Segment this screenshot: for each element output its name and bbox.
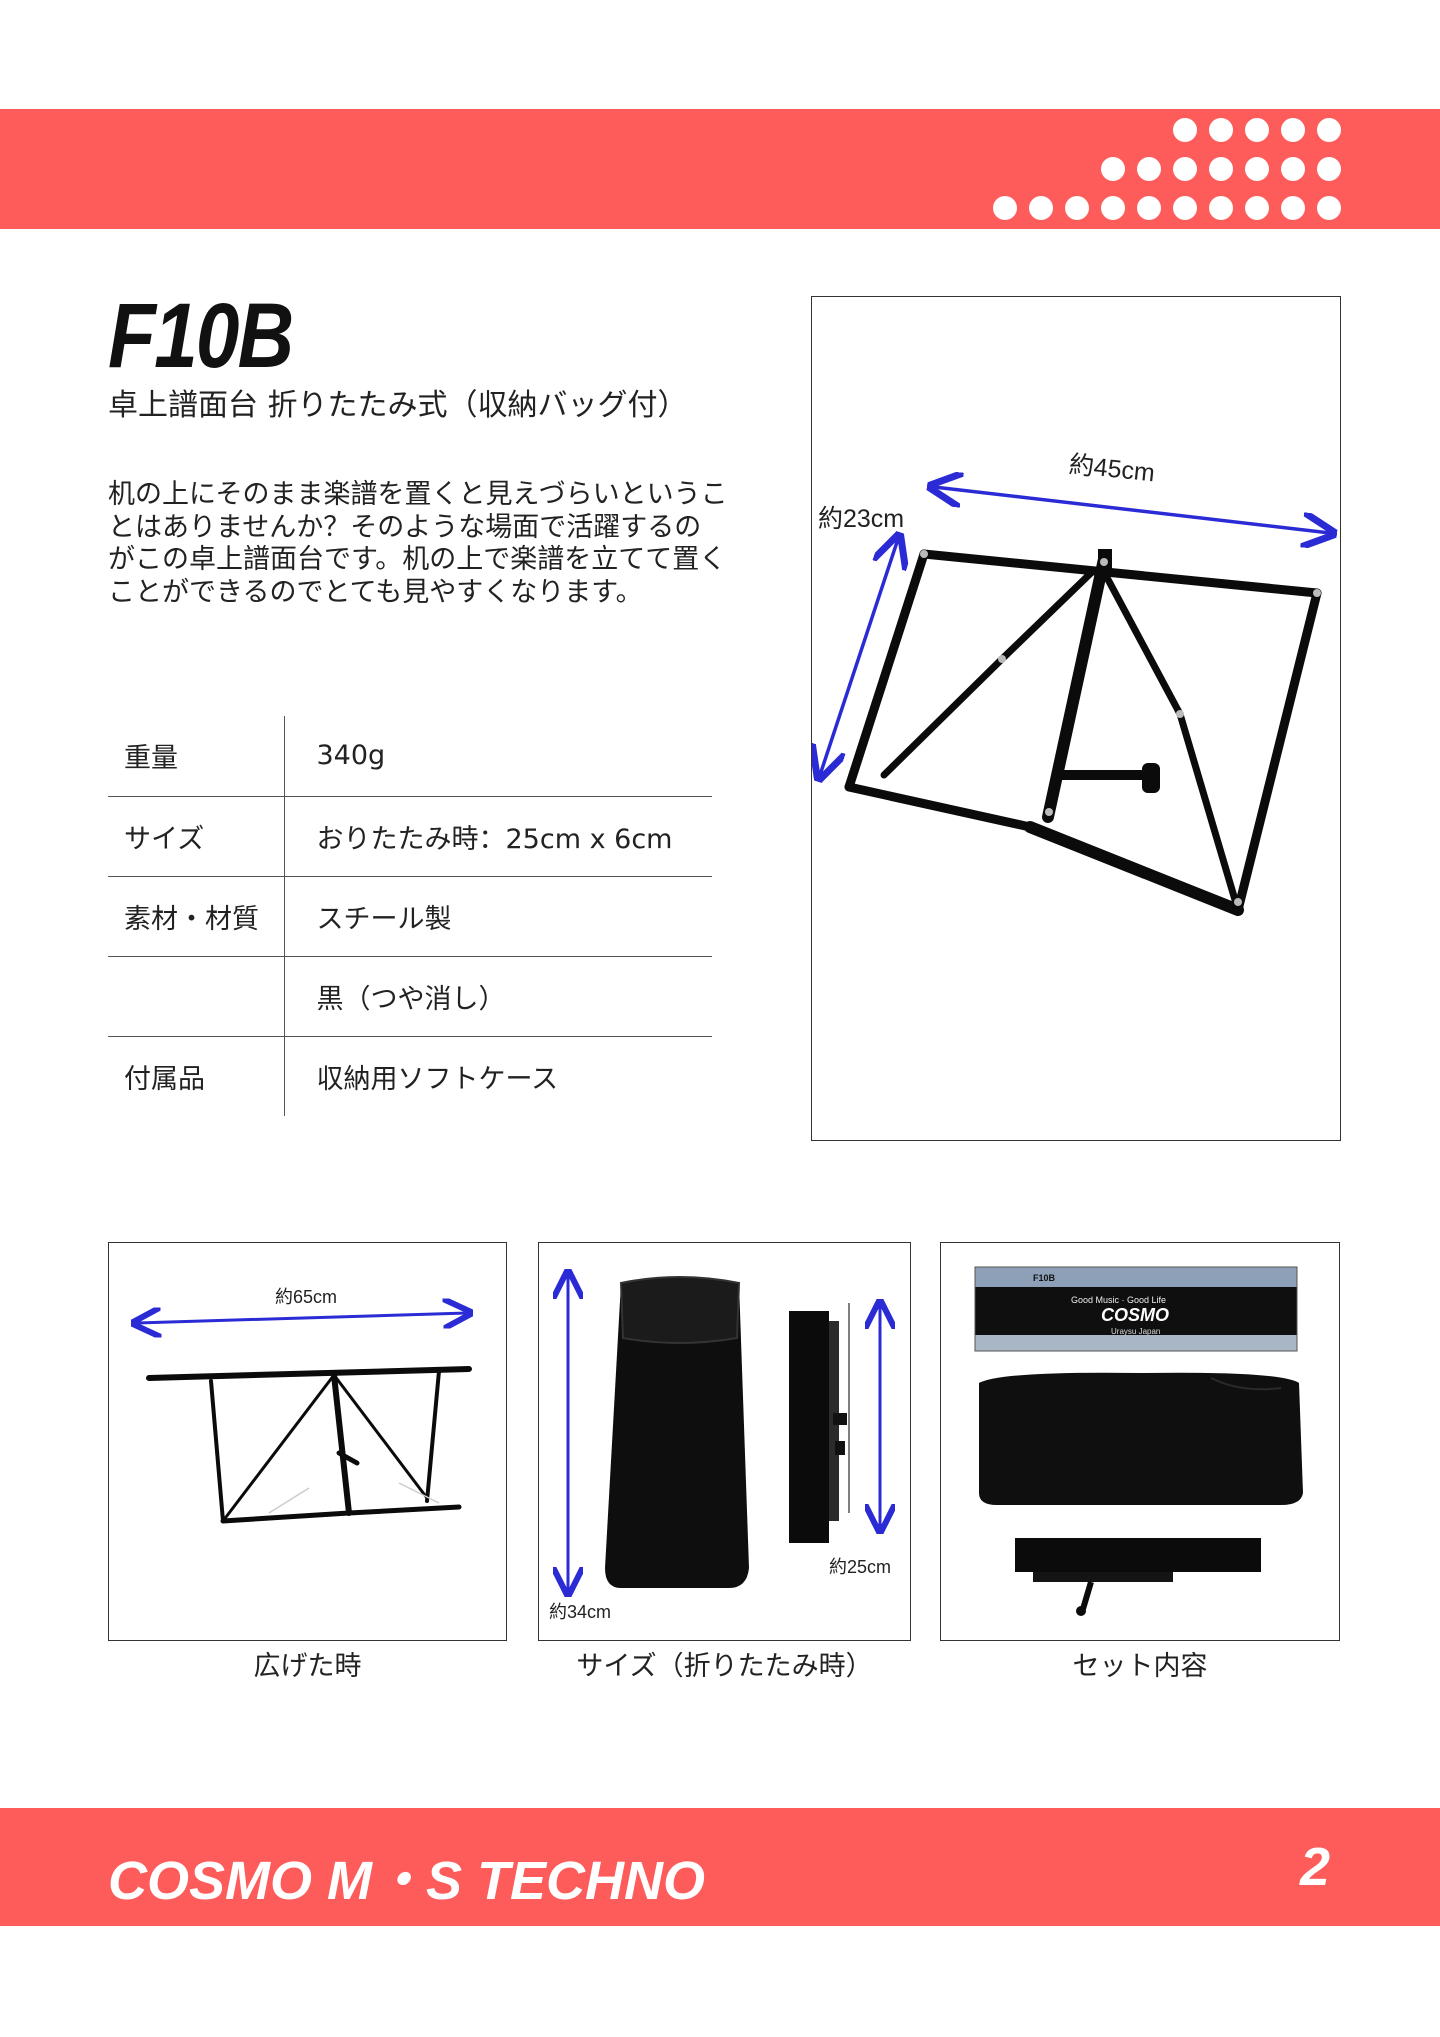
spec-row-material: 素材・材質 スチール製 <box>108 876 712 956</box>
box-brand-logo: COSMO <box>1101 1305 1170 1325</box>
header-band <box>0 109 1440 229</box>
footer-brand: COSMO M・S TECHNO <box>108 1851 706 1911</box>
box-tagline: Good Music · Good Life <box>1071 1295 1167 1305</box>
set-contents-illustration <box>974 1266 1303 1616</box>
spec-value: スチール製 <box>316 903 452 935</box>
box-tag: F10B <box>1033 1273 1056 1283</box>
music-stand-illustration <box>812 297 1341 916</box>
spec-value: 340g <box>316 740 386 772</box>
folded-stand-illustration <box>539 1243 911 1641</box>
caption-folded-size: サイズ（折りたたみ時） <box>576 1651 873 1682</box>
main-product-photo: 約45cm 約23cm <box>811 296 1341 1141</box>
spec-table: 重量 340g サイズ おりたたみ時：25cm x 6cm 素材・材質 スチール… <box>108 716 712 1116</box>
folded-length-label: 約25cm <box>829 1557 892 1577</box>
spec-label: 付属品 <box>108 1036 285 1116</box>
folded-height-label: 約34cm <box>549 1602 612 1622</box>
photo-set-contents: F10B Good Music · Good Life COSMO Uraysu… <box>940 1242 1340 1641</box>
product-subtitle: 卓上譜面台 折りたたみ式（収納バッグ付） <box>108 388 688 423</box>
footer-band: COSMO M・S TECHNO 2 <box>0 1808 1440 1926</box>
height-dimension-label: 約23cm <box>818 505 905 533</box>
caption-set-contents: セット内容 <box>1072 1651 1208 1682</box>
decorative-dots <box>993 118 1341 220</box>
product-description: 机の上にそのまま楽譜を置くと見えづらいということはありませんか？そのような場面で… <box>108 479 728 608</box>
page-number: 2 <box>1299 1837 1330 1897</box>
spec-label: 重量 <box>108 716 285 796</box>
spec-label: サイズ <box>108 796 285 876</box>
spec-label: 素材・材質 <box>108 876 285 956</box>
opened-dimension-label: 約65cm <box>275 1287 338 1307</box>
spec-value: おりたたみ時：25cm x 6cm <box>316 823 673 855</box>
photo-folded-size: 約34cm 約25cm <box>538 1242 911 1641</box>
opened-stand-illustration <box>109 1243 507 1524</box>
spec-row-color: 黒（つや消し） <box>108 956 712 1036</box>
box-origin: Uraysu Japan <box>1111 1327 1161 1336</box>
spec-row-size: サイズ おりたたみ時：25cm x 6cm <box>108 796 712 876</box>
spec-row-weight: 重量 340g <box>108 716 712 796</box>
spec-row-accessory: 付属品 収納用ソフトケース <box>108 1036 712 1116</box>
caption-opened: 広げた時 <box>253 1651 362 1682</box>
spec-value: 収納用ソフトケース <box>316 1063 559 1095</box>
photo-opened: 約65cm <box>108 1242 507 1641</box>
spec-value: 黒（つや消し） <box>316 983 506 1015</box>
spec-label <box>108 956 285 1036</box>
product-model: F10B <box>108 285 294 387</box>
